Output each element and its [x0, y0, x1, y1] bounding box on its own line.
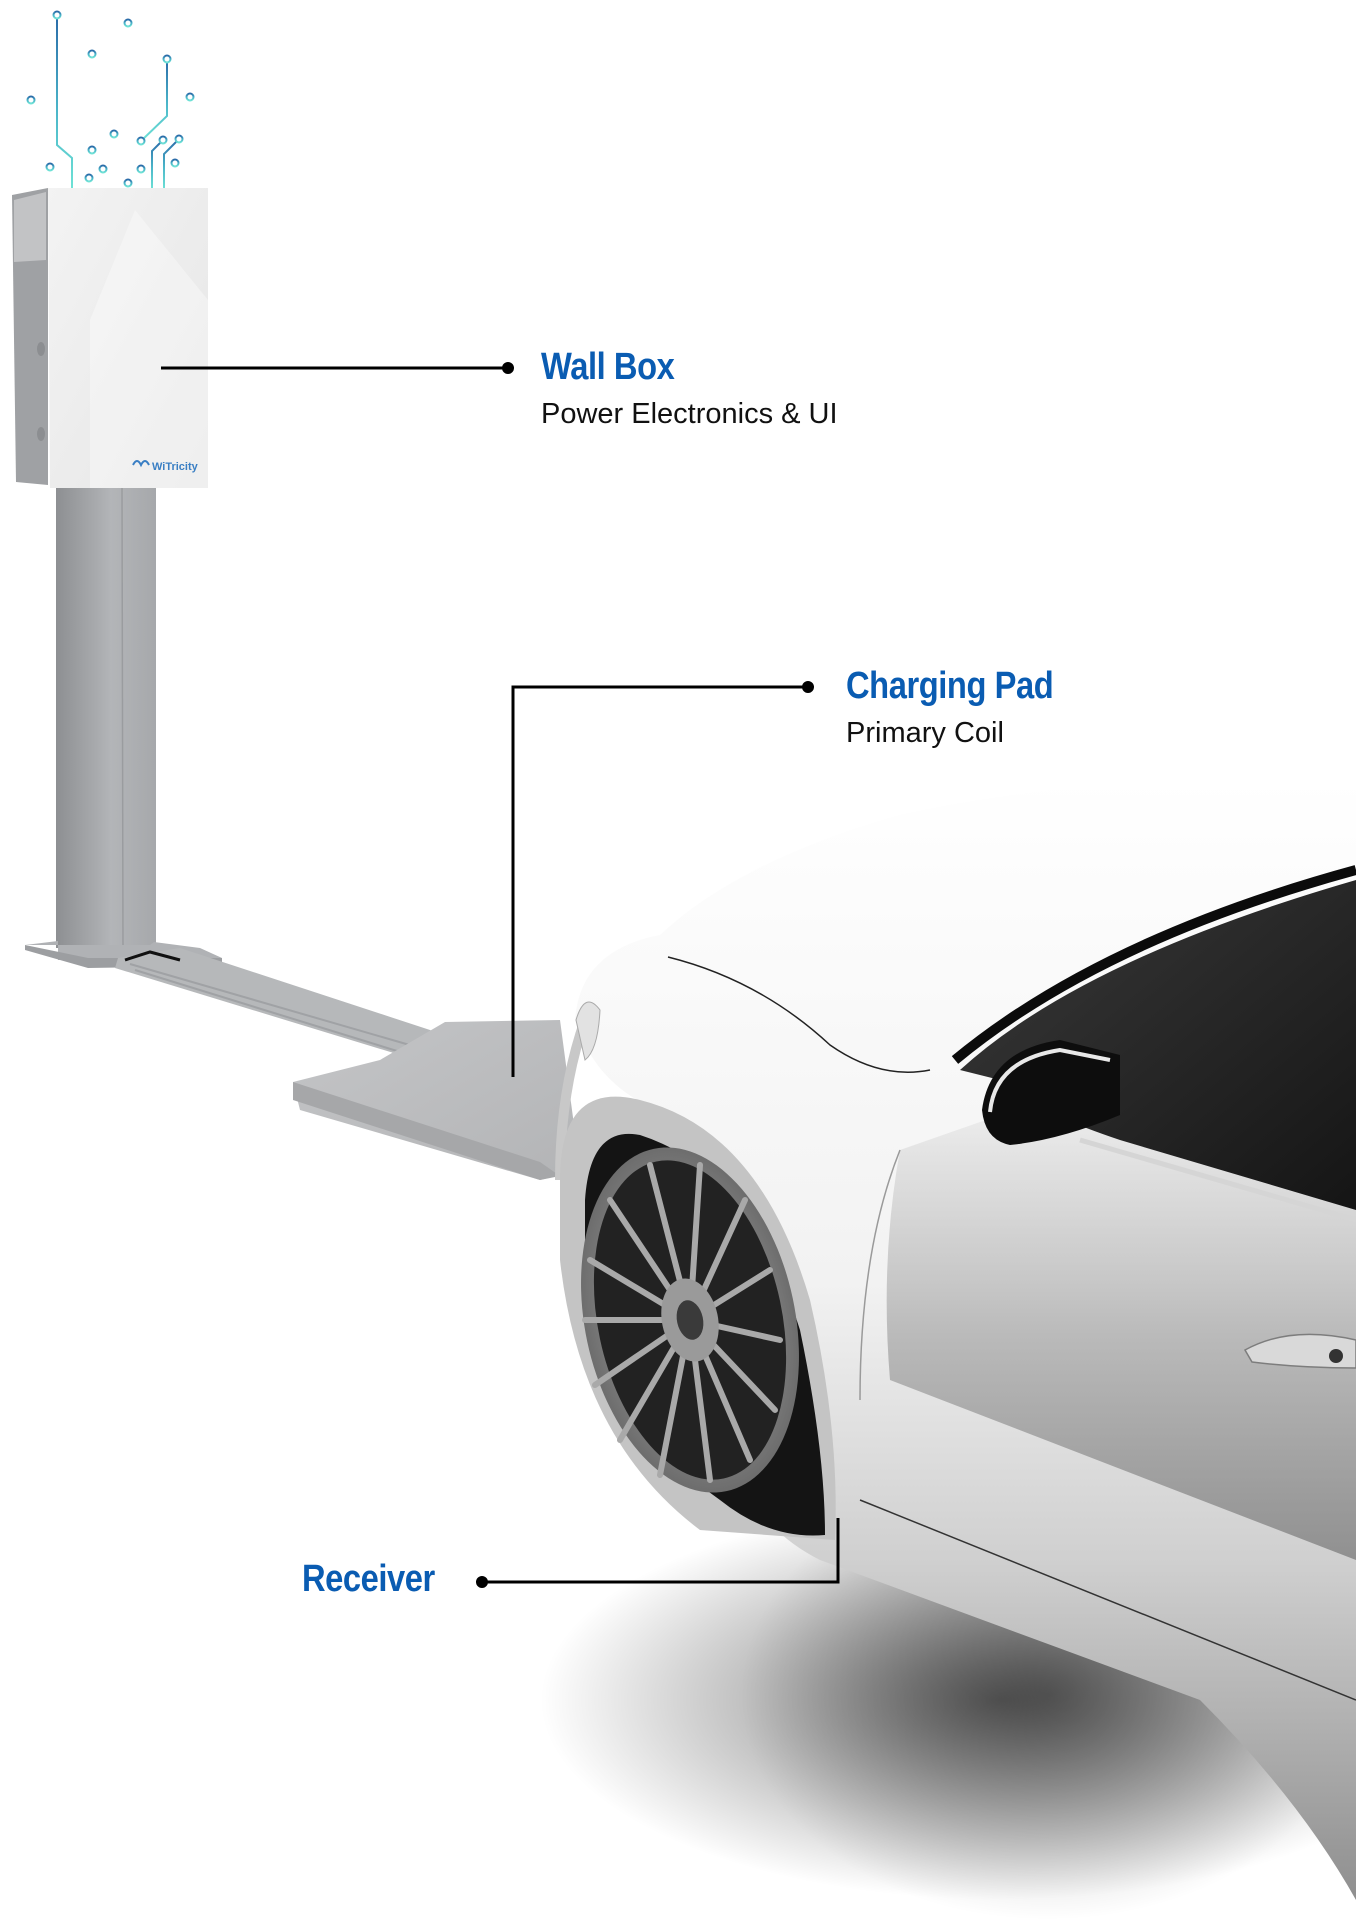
wall-box-title: Wall Box	[541, 346, 675, 388]
charging-pad-subtitle: Primary Coil	[846, 717, 1004, 749]
cable-conduit	[115, 948, 470, 1058]
charging-pad-leader-line	[511, 681, 814, 1077]
car	[555, 778, 1356, 1900]
pedestal	[25, 487, 222, 968]
wall-box-subtitle: Power Electronics & UI	[541, 398, 838, 430]
charging-pad-title: Charging Pad	[846, 665, 1054, 707]
wall-box-leader-line	[161, 362, 514, 374]
receiver-title: Receiver	[302, 1558, 435, 1600]
callout-lines	[161, 362, 840, 1588]
wheel-rim	[581, 1147, 799, 1493]
wall-box: WiTricity	[12, 188, 208, 488]
charging-pad	[293, 1020, 580, 1180]
circuit-lines-icon	[26, 10, 195, 190]
receiver-leader-line	[476, 1518, 840, 1588]
svg-text:WiTricity: WiTricity	[152, 461, 199, 473]
witricity-logo-icon: WiTricity	[132, 460, 199, 473]
